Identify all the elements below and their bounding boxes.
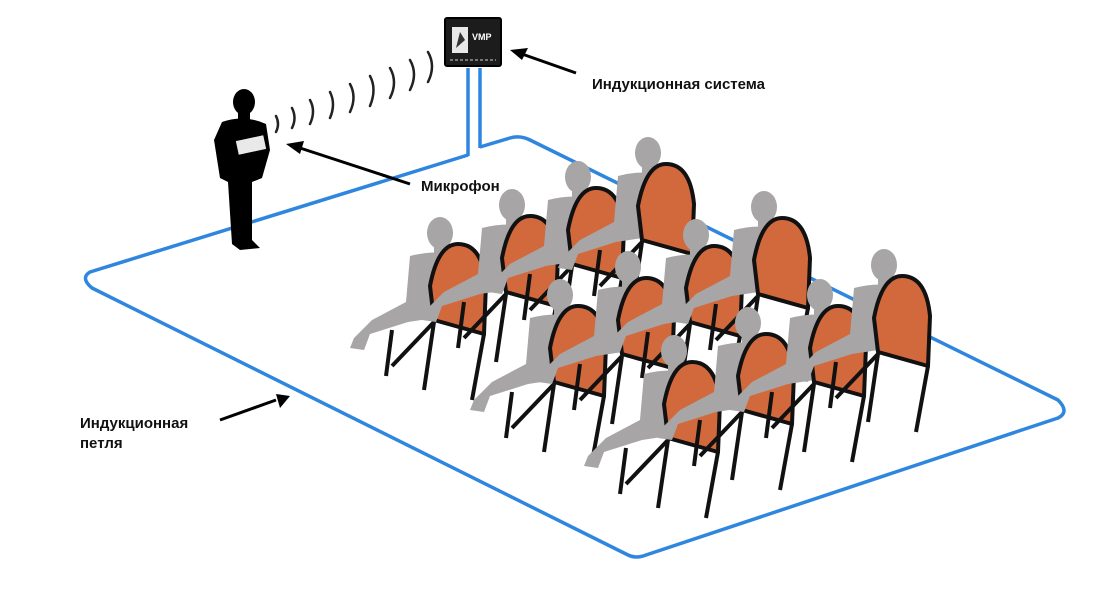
microphone-label: Микрофон [421,178,500,195]
audience-member-chair [348,215,488,402]
audience-member-chair [468,277,608,464]
device-logo: VMP [472,32,492,42]
induction-loop-label-line2: петля [80,435,123,452]
induction-loop-label: Индукционная петля [80,414,240,454]
induction-loop-wire [83,135,1066,559]
arrow-loop [219,394,290,422]
induction-loop-label-line1: Индукционная [80,415,189,432]
sound-waves [274,50,434,134]
induction-system-label: Индукционная система [592,76,766,93]
arrow-system [510,48,577,75]
induction-amplifier-device: VMP [444,17,502,67]
arrow-microphone [286,141,411,186]
speaker-silhouette [214,89,270,250]
